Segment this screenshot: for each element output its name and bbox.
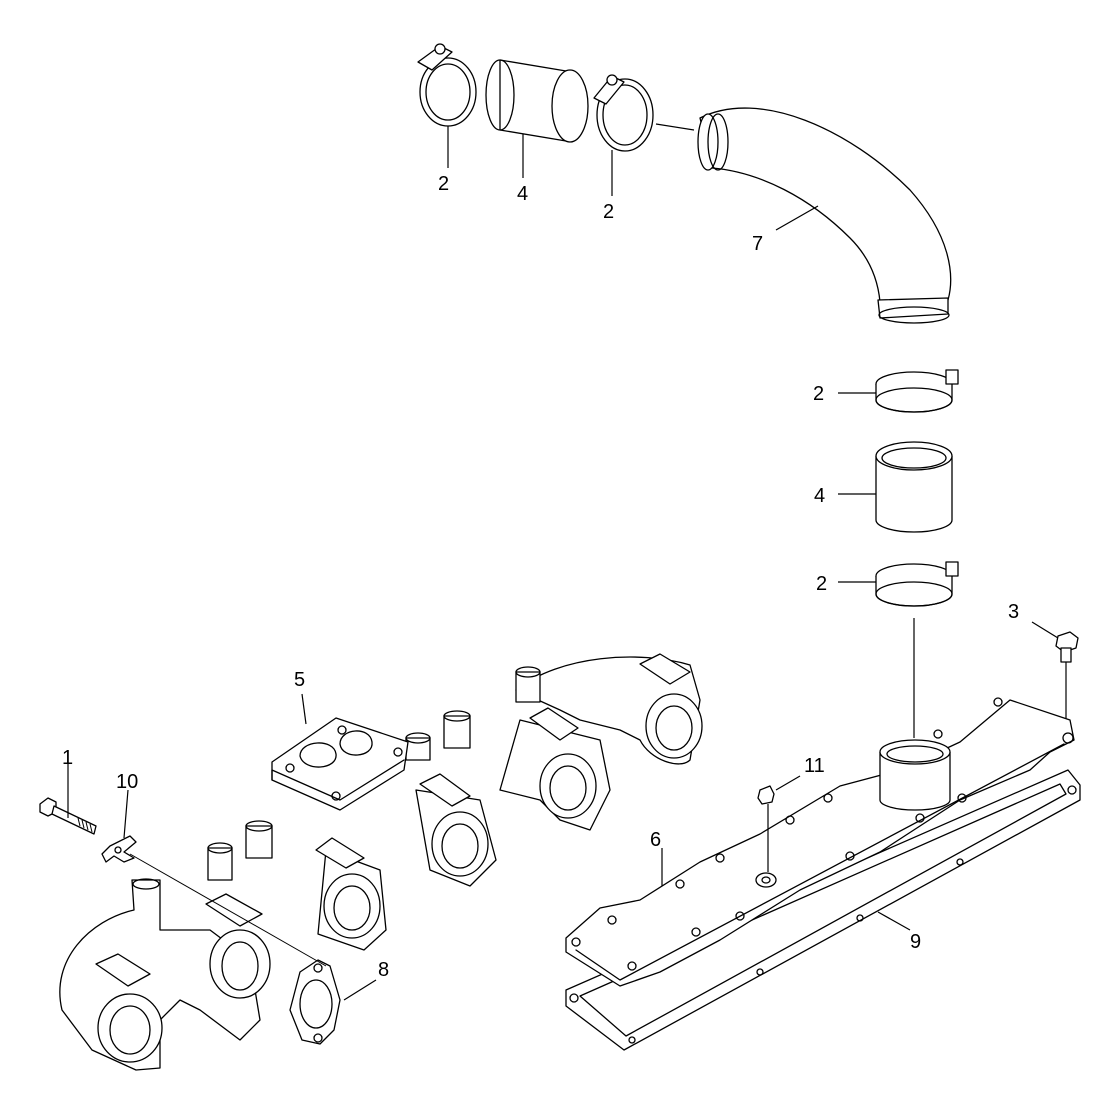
callout-hose-mid: 4 [814, 485, 825, 507]
callout-hose-top: 4 [517, 183, 528, 205]
exhaust-manifold-rear [405, 653, 703, 831]
callout-clamp-mid-lower: 2 [816, 573, 827, 595]
callout-elbow-pipe: 7 [752, 233, 763, 255]
callout-bolt-left: 1 [62, 747, 73, 769]
long-bolt-left [39, 764, 97, 835]
cover-gasket [565, 769, 1081, 1051]
callout-gasket-cover: 9 [910, 931, 921, 953]
callout-clamp-mid-upper: 2 [813, 383, 824, 405]
exhaust-manifold-middle [207, 693, 497, 951]
callout-flange-top: 5 [294, 669, 305, 691]
callout-gasket-flange: 8 [378, 959, 389, 981]
callout-clamp-top-left: 2 [438, 173, 449, 195]
hose-mid [838, 441, 953, 533]
callout-washer-left: 10 [116, 771, 138, 793]
callout-clamp-top-right: 2 [603, 201, 614, 223]
hose-clamp-top-right [593, 74, 695, 196]
exhaust-manifold-front [59, 878, 271, 1071]
callout-plug: 11 [804, 755, 825, 777]
washer-left [101, 789, 327, 967]
manifold-cover [565, 697, 1075, 987]
plug [755, 775, 801, 888]
hose-top [485, 59, 589, 178]
elbow-pipe [697, 107, 952, 324]
callout-bolt-right: 3 [1008, 601, 1019, 623]
flange-gasket [289, 959, 377, 1045]
bolt-right [1031, 621, 1079, 730]
hose-clamp-mid-lower [838, 561, 959, 738]
hose-clamp-mid-upper [838, 369, 959, 413]
callout-cover: 6 [650, 829, 661, 851]
hose-clamp-top-left [417, 43, 477, 168]
